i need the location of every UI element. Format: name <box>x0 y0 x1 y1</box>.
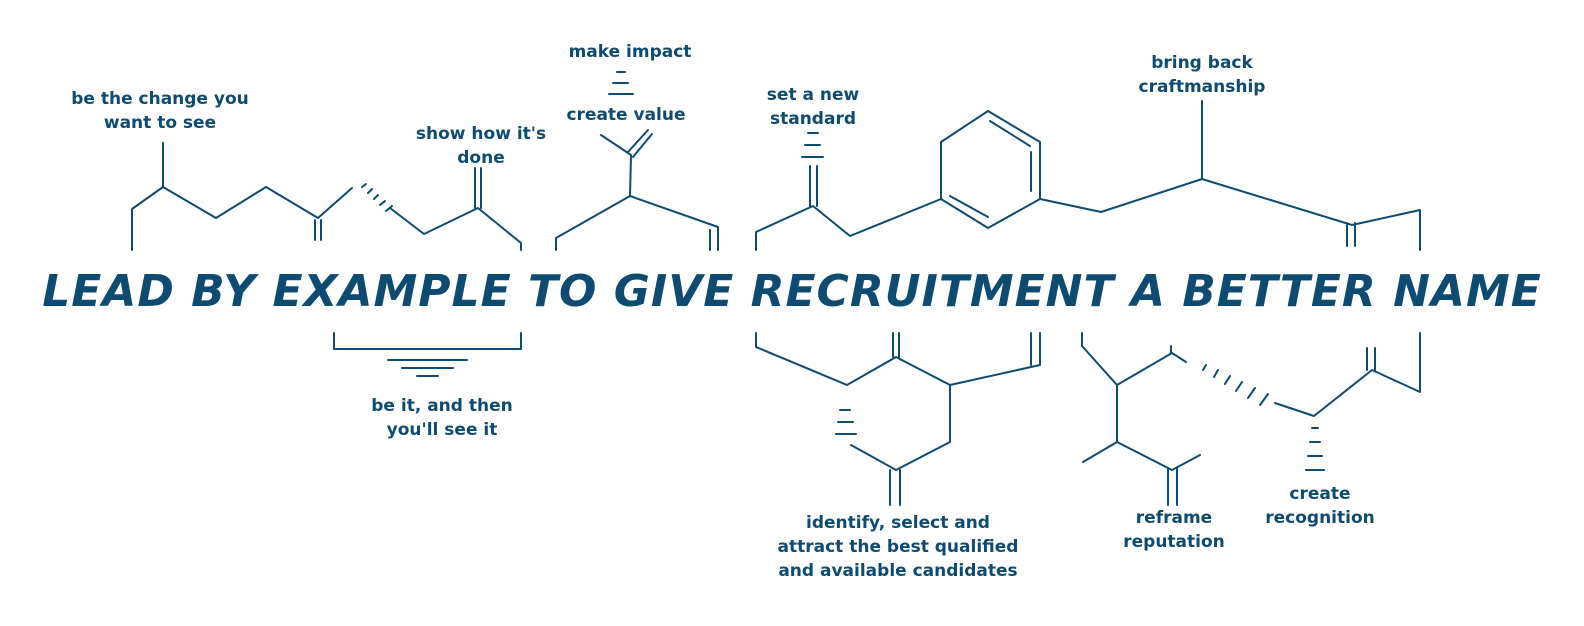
label-be-the-change: be the change you want to see <box>71 89 249 133</box>
chain-be-the-change <box>131 142 522 251</box>
label-set-standard: set a new standard <box>766 85 860 129</box>
headline: LEAD BY EXAMPLE TO GIVE RECRUITMENT A BE… <box>42 266 1542 317</box>
chain-create-value <box>555 71 719 251</box>
chain-be-it <box>333 332 522 377</box>
label-craftmanship: bring back craftmanship <box>1138 53 1266 97</box>
label-show-how: show how it's done <box>415 124 547 168</box>
chain-set-standard <box>755 100 1421 251</box>
label-make-impact: make impact <box>568 42 692 62</box>
label-be-it: be it, and then you'll see it <box>371 396 513 440</box>
chain-reframe <box>1081 332 1421 506</box>
label-create-value: create value <box>566 105 686 125</box>
label-identify: identify, select and attract the best qu… <box>777 513 1019 581</box>
label-recognition: create recognition <box>1265 484 1375 528</box>
ring-identify <box>755 332 1041 506</box>
label-reframe: reframe reputation <box>1123 508 1225 552</box>
